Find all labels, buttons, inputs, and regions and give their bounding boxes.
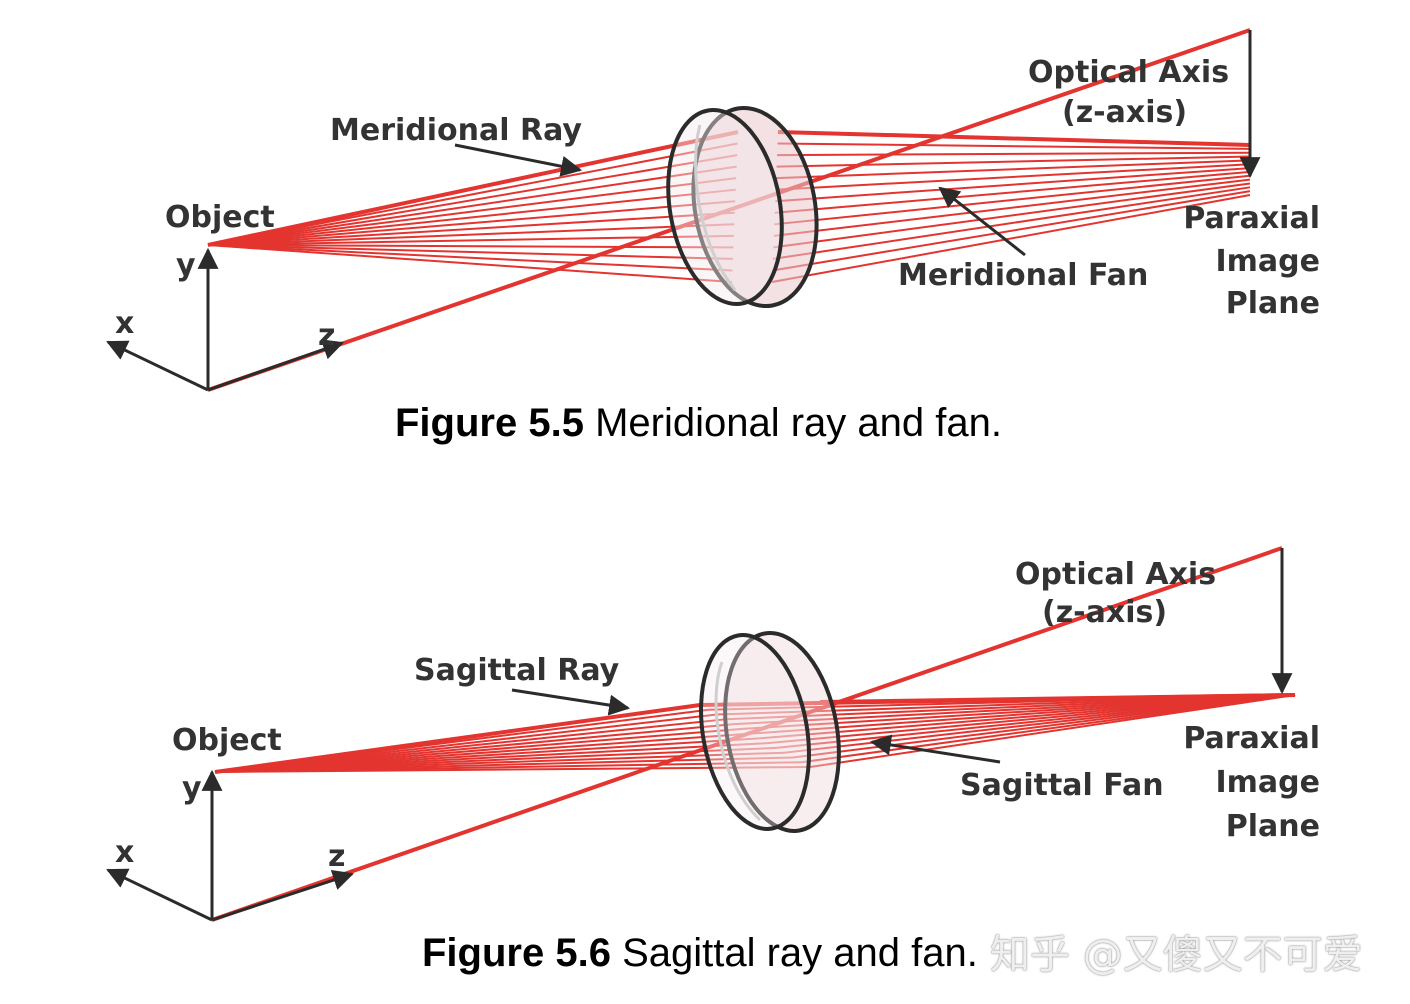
label-meridional-fan: Meridional Fan xyxy=(898,258,1148,293)
label-y-b: y xyxy=(182,771,202,806)
label-z-axis-b: (z-axis) xyxy=(1042,595,1167,630)
meridional-ray-segment xyxy=(207,154,738,246)
label-optical-axis-b: Optical Axis xyxy=(1015,557,1216,592)
x-axis-a xyxy=(106,340,209,392)
figure-5-6-diagram: Sagittal Ray Optical Axis (z-axis) Objec… xyxy=(106,546,1321,922)
meridional-ray-segment xyxy=(207,177,737,246)
z-axis-b xyxy=(211,869,354,922)
label-x: x xyxy=(115,306,134,341)
z-axis-a xyxy=(207,339,344,392)
label-paraxial: Paraxial xyxy=(1183,201,1320,236)
meridional-ray-exit xyxy=(776,159,1251,180)
lens-b xyxy=(699,631,841,833)
figure-5-6-title: Sagittal ray and fan. xyxy=(610,931,978,975)
meridional-ray-exit xyxy=(772,186,1251,260)
meridional-ray-exit xyxy=(777,142,1251,150)
meridional-fan-pointer xyxy=(938,186,1026,257)
label-object: Object xyxy=(165,200,275,235)
meridional-ray-segment xyxy=(207,244,733,283)
meridional-ray-exit xyxy=(771,194,1251,283)
label-sagittal-fan: Sagittal Fan xyxy=(960,768,1164,803)
sagittal-fan-incoming xyxy=(214,703,811,774)
meridional-ray-segment xyxy=(207,244,733,272)
meridional-ray-exit xyxy=(777,130,1251,147)
meridional-ray-exit xyxy=(775,167,1251,203)
figure-5-5-caption: Figure 5.5 Meridional ray and fan. xyxy=(395,401,1002,446)
meridional-ray-segment xyxy=(207,211,735,246)
label-y: y xyxy=(176,248,196,283)
label-sagittal-ray: Sagittal Ray xyxy=(414,653,620,688)
meridional-fan-incoming xyxy=(207,130,739,283)
x-axis-b xyxy=(106,868,213,922)
meridional-ray-segment xyxy=(207,244,733,260)
figure-5-5-title: Meridional ray and fan. xyxy=(583,401,1002,445)
label-plane-b: Plane xyxy=(1226,809,1320,844)
meridional-ray-exit xyxy=(774,174,1251,226)
meridional-ray-segment xyxy=(207,223,735,246)
sagittal-ray-pointer xyxy=(511,688,631,716)
label-plane: Plane xyxy=(1226,286,1320,321)
meridional-ray-segment xyxy=(207,130,739,247)
label-z-axis: (z-axis) xyxy=(1062,95,1187,130)
meridional-ray-exit xyxy=(777,151,1251,157)
sagittal-chief-ray xyxy=(819,693,1296,704)
meridional-ray-segment xyxy=(207,200,736,246)
meridional-ray-exit xyxy=(773,178,1251,237)
meridional-fan-outgoing xyxy=(771,130,1251,283)
label-image: Image xyxy=(1216,244,1321,279)
lens-a xyxy=(666,105,819,309)
meridional-ray-segment xyxy=(207,142,738,246)
meridional-ray-exit xyxy=(775,163,1251,191)
sagittal-fan-pointer xyxy=(869,734,1001,764)
meridional-ray-exit xyxy=(773,182,1251,249)
meridional-ray-segment xyxy=(207,188,736,246)
meridional-ray-exit xyxy=(772,190,1251,272)
figure-5-6-caption: Figure 5.6 Sagittal ray and fan. xyxy=(422,931,978,976)
label-meridional-ray: Meridional Ray xyxy=(330,113,582,148)
label-z-b: z xyxy=(328,839,345,874)
label-z: z xyxy=(318,318,335,353)
label-x-b: x xyxy=(115,835,134,870)
label-object-b: Object xyxy=(172,723,282,758)
label-paraxial-b: Paraxial xyxy=(1183,721,1320,756)
figure-5-6-number: Figure 5.6 xyxy=(422,931,611,975)
meridional-ray-segment xyxy=(207,244,734,249)
label-image-b: Image xyxy=(1216,765,1321,800)
figure-5-5-diagram: Meridional Ray Optical Axis (z-axis) Obj… xyxy=(106,28,1321,392)
figure-5-5-number: Figure 5.5 xyxy=(395,401,584,445)
meridional-ray-pointer xyxy=(454,143,583,177)
watermark: 知乎 @又傻又不可爱 xyxy=(990,932,1363,978)
meridional-ray-segment xyxy=(207,165,737,246)
meridional-ray-exit xyxy=(774,170,1251,214)
meridional-ray-segment xyxy=(207,234,734,246)
label-optical-axis: Optical Axis xyxy=(1028,55,1229,90)
meridional-ray-exit xyxy=(776,155,1251,168)
